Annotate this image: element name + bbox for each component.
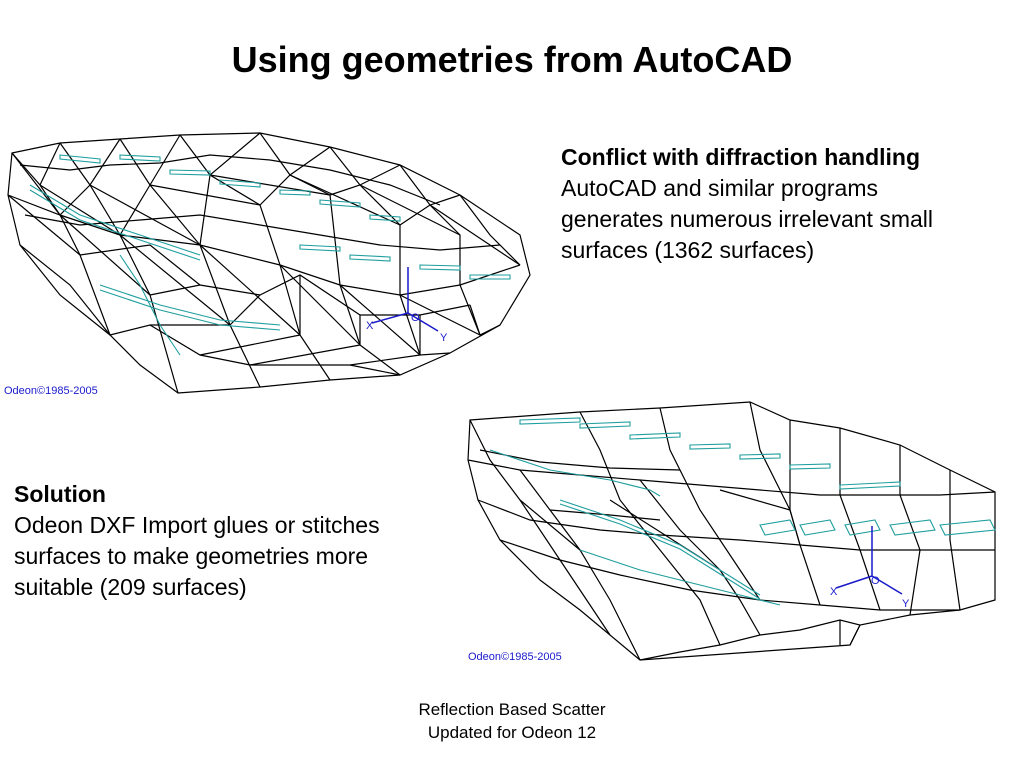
wireframe-model-icon: X Y O [7, 132, 531, 394]
conflict-line: AutoCAD and similar programs [561, 175, 879, 201]
mesh-outline [7, 132, 531, 394]
axis-label-origin: O [411, 312, 420, 324]
axis-label-origin: O [871, 575, 880, 587]
axis-gizmo [835, 526, 903, 595]
solution-line: suitable (209 surfaces) [14, 574, 247, 600]
wireframe-model-icon: X Y O [467, 401, 996, 661]
footer-line-1: Reflection Based Scatter [418, 700, 606, 719]
solution-text-block: Solution Odeon DXF Import glues or stitc… [14, 479, 380, 603]
conflict-line: generates numerous irrelevant small [561, 206, 934, 232]
solution-line: surfaces to make geometries more [14, 543, 369, 569]
footer-line-2: Updated for Odeon 12 [427, 723, 597, 742]
footer: Reflection Based Scatter Updated for Ode… [312, 698, 712, 744]
axis-label-x: X [366, 320, 374, 332]
conflict-heading: Conflict with diffraction handling [561, 144, 921, 170]
axis-label-y: Y [440, 332, 448, 344]
mesh-accent [29, 154, 511, 356]
conflict-text-block: Conflict with diffraction handling AutoC… [561, 142, 933, 266]
mesh-accent [489, 417, 996, 606]
mesh-outline [467, 401, 996, 661]
conflict-line: surfaces (1362 surfaces) [561, 237, 815, 263]
copyright-label: Odeon©1985-2005 [4, 385, 98, 397]
axis-gizmo [371, 267, 439, 332]
wireframe-figure-stitched: X Y O [460, 400, 1005, 665]
solution-line: Odeon DXF Import glues or stitches [14, 512, 380, 538]
copyright-label: Odeon©1985-2005 [468, 651, 562, 663]
wireframe-figure-original: X Y O [0, 125, 540, 405]
page-title: Using geometries from AutoCAD [231, 39, 793, 80]
solution-heading: Solution [14, 481, 106, 507]
axis-label-y: Y [902, 598, 910, 610]
axis-label-x: X [830, 586, 838, 598]
